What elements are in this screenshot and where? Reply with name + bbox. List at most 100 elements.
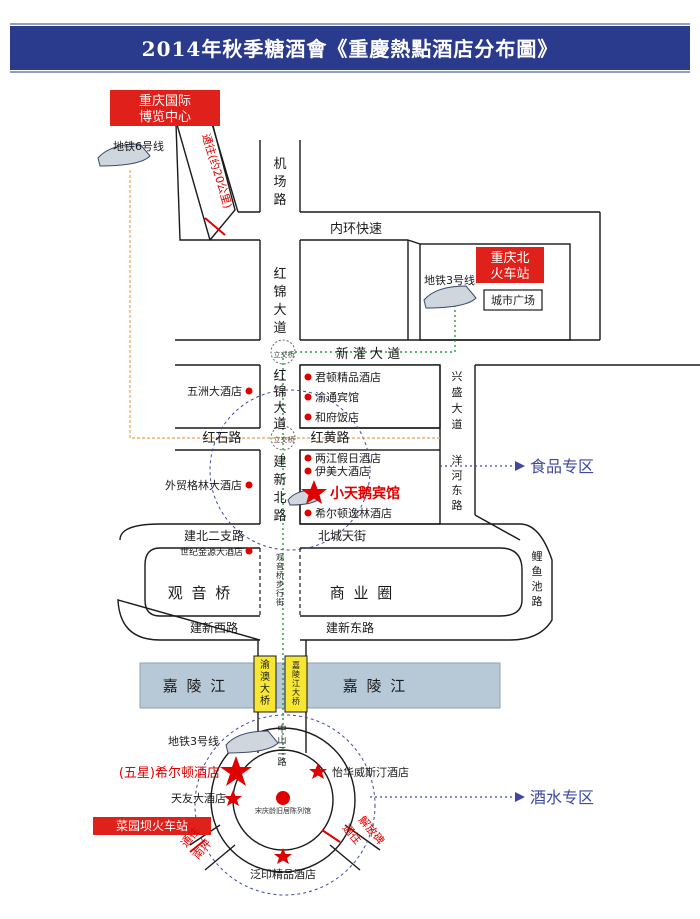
hongshi-label: 红石路 xyxy=(202,430,241,446)
header-band xyxy=(10,26,690,70)
zhongshan-char: 三 xyxy=(277,747,286,757)
jialing-left-label: 嘉 陵 江 xyxy=(163,677,228,695)
liyuchi-char: 路 xyxy=(532,595,543,608)
yanghe-char: 路 xyxy=(452,499,463,512)
north-station-box xyxy=(476,247,544,283)
wine-zone-label: 酒水专区 xyxy=(530,788,594,807)
yuao-char: 大 xyxy=(260,682,270,695)
hongjin-low-char: 锦 xyxy=(273,385,286,400)
jlbridge-char: 嘉 xyxy=(292,660,300,670)
xingsheng-char: 道 xyxy=(452,417,463,431)
expo-center-box xyxy=(110,90,220,126)
ped-char: 行 xyxy=(276,588,284,598)
ped-char: 音 xyxy=(276,561,284,571)
shangyequan-label: 商 业 圈 xyxy=(330,584,395,602)
yuao-char: 桥 xyxy=(260,695,270,707)
zhongshan-char: 路 xyxy=(277,756,286,768)
jlbridge-char: 大 xyxy=(292,687,300,697)
guanyinqiao-label: 观 音 桥 xyxy=(168,584,233,602)
jianxinbei-char: 建 xyxy=(273,455,286,470)
metro-line3-north-label: 地铁3号线 xyxy=(424,273,475,287)
xinguan-label: 新 灌 大 道 xyxy=(336,346,400,362)
metro-line3-south-label: 地铁3号线 xyxy=(168,734,219,748)
hongjin-up-char: 大 xyxy=(273,303,286,318)
hotel-xiaotiane: 小天鹅宾馆 xyxy=(330,485,400,502)
caiyuanba-box xyxy=(93,817,211,835)
jialing-river xyxy=(139,662,501,709)
train-icon-line3-north xyxy=(423,285,477,309)
jichang-char: 场 xyxy=(273,175,286,190)
jlbridge-char: 江 xyxy=(292,679,300,688)
yuao-char: 澳 xyxy=(260,670,270,683)
neihuan-label: 内环快速 xyxy=(330,221,382,237)
jichang-road-label: 机场路 xyxy=(273,157,286,208)
hotel-yutong: 渝通宾馆 xyxy=(315,390,359,404)
food-zone-label: 食品专区 xyxy=(530,457,594,476)
star-tianyou xyxy=(224,790,242,806)
star-fanyin xyxy=(274,848,292,864)
caiyuanba-label: 菜园坝火车站 xyxy=(116,818,188,833)
yuao-bridge xyxy=(253,655,277,713)
interchange-label-south: 立交桥 xyxy=(274,435,295,444)
north-station-line2: 火车站 xyxy=(490,266,529,282)
hotel-hefu: 和府饭店 xyxy=(315,410,359,424)
yanghe-char: 洋 xyxy=(452,453,463,467)
jianxinbei-char: 路 xyxy=(273,508,286,524)
jlbridge-char: 桥 xyxy=(292,696,300,706)
hongjin-low-char: 道 xyxy=(273,417,286,432)
honghuang-label: 红黄路 xyxy=(310,430,349,446)
xingsheng-char: 大 xyxy=(452,401,463,415)
hongjin-up-char: 红 xyxy=(273,266,286,282)
metro-line6-label: 地铁6号线 xyxy=(113,139,164,153)
yanghe-char: 东 xyxy=(452,484,463,497)
jialing-bridge xyxy=(284,655,308,713)
route-orange xyxy=(129,170,440,439)
hotel-yihua: 怡华威斯汀酒店 xyxy=(332,765,409,779)
train-icon-line3-south xyxy=(225,730,279,754)
jianbei-er-label: 建北二支路 xyxy=(184,528,244,543)
expo-center-line1: 重庆国际 xyxy=(139,93,191,109)
hotel-wuzhou: 五洲大酒店 xyxy=(187,384,242,398)
jianxindong-label: 建新东路 xyxy=(326,620,374,635)
liyuchi-char: 鲤 xyxy=(532,549,543,563)
hotel-tianyou: 天友大酒店 xyxy=(171,791,226,805)
liyuchi-char: 鱼 xyxy=(532,564,543,578)
hongjin-up-char: 锦 xyxy=(273,285,286,300)
zhongshan-char: 中 xyxy=(277,723,286,735)
hongjin-low-char: 大 xyxy=(273,401,286,416)
hotel-hilton: (五星)希尔顿酒店 xyxy=(119,766,220,781)
hotel-fanyin: 泛印精品酒店 xyxy=(250,867,316,881)
ped-char: 观 xyxy=(276,553,284,562)
jichang-char: 机 xyxy=(273,157,286,172)
city-square-box xyxy=(483,289,543,311)
page-title: 2014年秋季糖酒會《重慶熱點酒店分布圖》 xyxy=(142,37,559,61)
yuao-char: 渝 xyxy=(260,658,270,671)
hongjin-up-char: 道 xyxy=(273,321,286,336)
city-square-label: 城市广场 xyxy=(491,293,535,307)
expo-center-line2: 博览中心 xyxy=(139,109,191,125)
jianxinxi-label: 建新西路 xyxy=(190,620,238,635)
ped-char: 步 xyxy=(276,580,284,589)
toward-jiefangbei-2: 解放碑 xyxy=(356,813,388,847)
yanghe-char: 河 xyxy=(452,469,463,482)
north-station-line1: 重庆北 xyxy=(490,250,529,266)
liyuchi-char: 池 xyxy=(532,580,543,593)
jianxinbei-char: 新 xyxy=(273,472,286,488)
ped-char: 桥 xyxy=(276,570,284,580)
hotel-waimao: 外贸格林大酒店 xyxy=(165,478,242,492)
train-icon-line6 xyxy=(97,143,151,167)
jianxinbei-char: 北 xyxy=(273,491,286,506)
jlbridge-char: 陵 xyxy=(292,670,300,679)
hotel-jundun: 君顿精品酒店 xyxy=(315,370,381,384)
